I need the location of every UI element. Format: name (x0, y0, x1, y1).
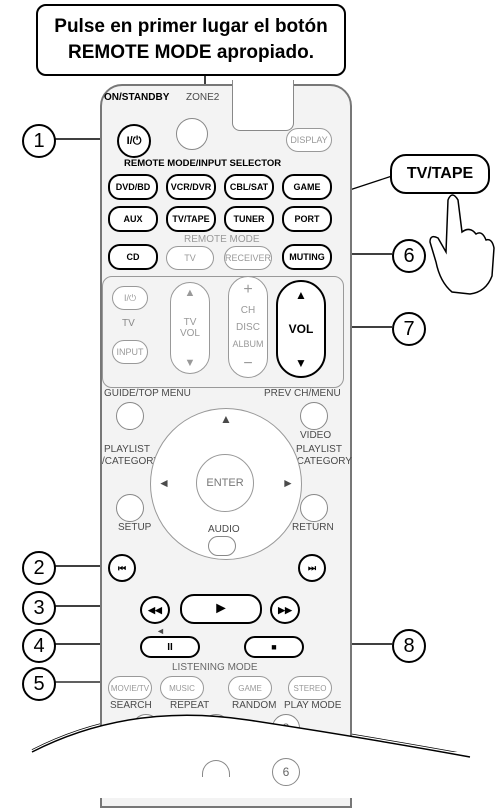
marker-6: 6 (392, 239, 426, 273)
tv-tape-button[interactable]: TV/TAPE (166, 206, 216, 232)
marker-4: 4 (22, 629, 56, 663)
aux-button[interactable]: AUX (108, 206, 158, 232)
marker-3: 3 (22, 591, 56, 625)
nav-left-icon[interactable]: ◄ (158, 476, 170, 490)
movie-tv-button[interactable]: MOVIE/TV (108, 676, 152, 700)
vol-rocker[interactable]: ▲ VOL ▼ (276, 280, 326, 378)
play-button[interactable]: ► (180, 594, 262, 624)
skip-forward-button[interactable]: ⏭ (298, 554, 326, 582)
marker-1: 1 (22, 124, 56, 158)
muting-button[interactable]: MUTING (282, 244, 332, 270)
marker-7: 7 (392, 312, 426, 346)
album-label: ALBUM (232, 339, 264, 349)
nav-up-icon[interactable]: ▲ (220, 412, 232, 426)
tv-tape-callout: TV/TAPE (390, 154, 490, 194)
digit-6-button[interactable]: 6 (272, 758, 300, 786)
instruction-line-2: REMOTE MODE apropiado. (68, 42, 314, 63)
tv-power-button[interactable]: I/⏻ (112, 286, 148, 310)
instruction-callout: Pulse en primer lugar el botón REMOTE MO… (36, 4, 346, 76)
category-right-label: /CATEGORY (294, 456, 352, 467)
ch-label: CH (240, 305, 256, 316)
pause-indicator-icon: ◄ (156, 626, 165, 636)
on-standby-label: ON/STANDBY (104, 92, 170, 103)
selector-heading: REMOTE MODE/INPUT SELECTOR (124, 158, 282, 169)
vol-down-icon: ▼ (295, 356, 307, 370)
game-input-button[interactable]: GAME (282, 174, 332, 200)
zone2-label: ZONE2 (186, 92, 220, 103)
vcr-dvr-button[interactable]: VCR/DVR (166, 174, 216, 200)
skip-back-button[interactable]: ⏮ (108, 554, 136, 582)
tv-mode-button[interactable]: TV (166, 246, 214, 270)
receiver-mode-button[interactable]: RECEIVER (224, 246, 272, 270)
return-button[interactable] (300, 494, 328, 522)
ch-plus: + (243, 281, 253, 298)
listening-mode-title: LISTENING MODE (172, 662, 258, 673)
rewind-button[interactable]: ◀◀ (140, 596, 170, 624)
prev-ch-label: PREV CH/MENU (264, 388, 341, 399)
game-mode-button[interactable]: GAME (228, 676, 272, 700)
vol-up-icon: ▲ (295, 288, 307, 302)
stereo-button[interactable]: STEREO (288, 676, 332, 700)
instruction-line-1: Pulse en primer lugar el botón (54, 16, 328, 37)
tv-vol-rocker[interactable]: ▲ TV VOL ▼ (170, 282, 210, 374)
port-button[interactable]: PORT (282, 206, 332, 232)
disc-label: DISC (236, 322, 260, 333)
marker-2: 2 (22, 551, 56, 585)
enter-button[interactable]: ENTER (196, 454, 254, 512)
display-button[interactable]: DISPLAY (286, 128, 332, 152)
tv-vol-up-icon: ▲ (184, 287, 196, 299)
ir-window (232, 80, 294, 131)
ch-minus: − (243, 355, 253, 372)
remote-mode-label: REMOTE MODE (184, 234, 260, 245)
guide-button[interactable] (116, 402, 144, 430)
repeat-label: REPEAT (170, 700, 210, 711)
audio-label: AUDIO (208, 524, 240, 535)
video-label: VIDEO (300, 430, 332, 441)
pause-button[interactable]: II (140, 636, 200, 658)
search-label: SEARCH (110, 700, 152, 711)
cd-button[interactable]: CD (108, 244, 158, 270)
cbl-sat-button[interactable]: CBL/SAT (224, 174, 274, 200)
tv-input-button[interactable]: INPUT (112, 340, 148, 364)
play-mode-label: PLAY MODE (284, 700, 342, 711)
tv-control-frame (102, 276, 344, 388)
guide-label: GUIDE/TOP MENU (104, 388, 191, 399)
tuner-button[interactable]: TUNER (224, 206, 274, 232)
marker-8: 8 (392, 629, 426, 663)
playlist-right-label: PLAYLIST (296, 444, 342, 455)
nav-right-icon[interactable]: ► (282, 476, 294, 490)
playlist-left-label: PLAYLIST (104, 444, 150, 455)
tv-vol-label: TV VOL (179, 317, 200, 339)
audio-button[interactable] (208, 536, 236, 556)
ch-disc-rocker[interactable]: + CH DISC ALBUM − (228, 276, 268, 378)
tv-vol-down-icon: ▼ (184, 357, 196, 369)
setup-label: SETUP (118, 522, 152, 533)
zone2-button[interactable] (176, 118, 208, 150)
setup-button[interactable] (116, 494, 144, 522)
random-label: RANDOM (232, 700, 277, 711)
prev-ch-button[interactable] (300, 402, 328, 430)
music-button[interactable]: MUSIC (160, 676, 204, 700)
marker-5: 5 (22, 667, 56, 701)
return-label: RETURN (292, 522, 334, 533)
vol-label: VOL (288, 322, 314, 336)
fast-forward-button[interactable]: ▶▶ (270, 596, 300, 624)
category-left-label: /CATEGORY (102, 456, 160, 467)
stop-button[interactable]: ■ (244, 636, 304, 658)
dvd-bd-button[interactable]: DVD/BD (108, 174, 158, 200)
power-button[interactable]: I/⏻ (117, 124, 151, 158)
tv-label: TV (122, 318, 135, 329)
